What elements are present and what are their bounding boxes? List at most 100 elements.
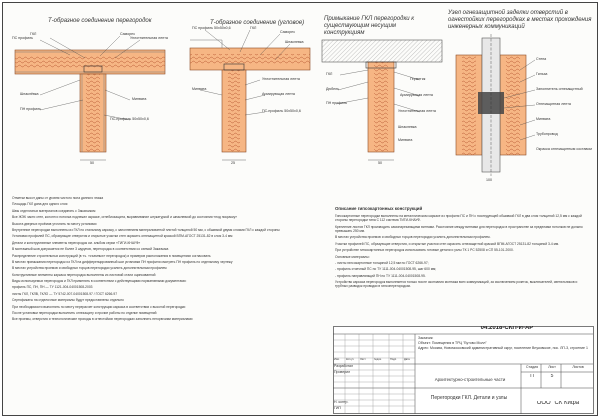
title-block [333, 326, 594, 414]
callout-d4-4: Минвата [536, 117, 551, 121]
notes-right-title: Описание гипсокартонных конструкций [335, 206, 423, 211]
callout-d1-7: ПС-профиль 50х50х0,6 [110, 117, 149, 121]
callout-d2-0: ПС профиль 50х50х0,6 [192, 26, 231, 30]
callout-d2-5: Армирующая лента [262, 92, 295, 96]
detail-title-1: Т-образное соединение перегородок [48, 18, 152, 24]
note-item: Все ЖЭК части стен, колонн и потолка под… [12, 215, 238, 220]
col-head-1: Кол.уч [346, 358, 354, 361]
sheets-label: Листов [572, 365, 584, 369]
detail-title-3: Примыкание ГКЛ перегородки к существующи… [324, 16, 415, 36]
callout-d3-3: Герметик [410, 77, 426, 81]
detail-title-2: Т-образное соединение (угловое) [210, 20, 305, 26]
note-item: профиль ПС, ПН, ПН — ТУ 1121-004-0400150… [12, 285, 93, 290]
company-name: ООО "СК Кифа" [536, 401, 582, 405]
note-item: Все проемы, отверстия и технологические … [12, 317, 193, 322]
callout-d3-0: ГКЛ [326, 72, 333, 76]
col-head-4: Подп. [390, 358, 397, 361]
callout-d1-0: ПС профиль [12, 36, 34, 40]
note-item: Площадь ГКЛ дана для одного слоя [12, 202, 68, 207]
callout-d4-3: Огнезащитная лента [536, 102, 571, 106]
callout-d1-5: ПН профиль [20, 107, 42, 111]
note-item: - листы гипсокартонные толщиной 12,5 мм … [335, 260, 429, 265]
dimension-d3: 50 [378, 161, 382, 165]
note-item: Гипсокартонные перегородки выполнены на … [335, 214, 582, 223]
col-head-0: Изм. [334, 358, 340, 361]
sheet-value: 5 [550, 374, 554, 378]
note-item: В монтажный шов допускается не более 3 ш… [12, 247, 169, 252]
callout-d3-1: Дюбель [326, 87, 339, 91]
note-item: В местах устройства проемов и свободных … [335, 235, 491, 240]
stage-label: Стадия [526, 365, 538, 369]
note-item: Основные материалы: [335, 254, 370, 259]
note-item: Установки профилей ПС, образующие отверс… [12, 234, 233, 239]
customer-text: Объект: Помещения в ТРЦ "Бутово Молл" [418, 341, 487, 345]
note-item: Участки профилей ПС, образующие отверсти… [335, 241, 560, 246]
address-text: Адрес: Москва, Новомосковский администра… [418, 346, 588, 350]
role-1: Проверил [334, 370, 351, 374]
callout-d4-0: Стена [536, 57, 547, 61]
note-item: В местах устройства проемов и свободных … [12, 266, 167, 271]
note-item: Устройство каркаса перегородок выполняет… [335, 280, 578, 289]
bearing-structure [321, 39, 443, 63]
note-item: Конструктивные элементы каркаса перегоро… [12, 272, 156, 277]
callout-d3-2: ПН профиль [326, 101, 348, 105]
callout-d4-2: Заполнитель огнезащитный [536, 87, 583, 91]
callout-d1-3: Уплотнительная лента [130, 36, 168, 40]
callout-d2-7: Минвата [192, 87, 207, 91]
role-5: ГИП [334, 406, 341, 410]
customer-label: Заказчик: [418, 336, 434, 340]
detail-abutment [321, 39, 443, 161]
callout-d3-5: Уплотнительная лента [398, 109, 436, 113]
note-item: Распределение строительных конструкций (… [12, 253, 211, 258]
note-item: Внутренние перегородки выполнены из ГКЛ … [12, 227, 280, 232]
section-name: Архитектурно-строительные чаcти [434, 378, 506, 382]
note-item: - профиль стоечный ПС по ТУ 1111-004-040… [335, 267, 437, 272]
note-item: При устройстве гипсокартонных перегородо… [335, 248, 514, 253]
stage-value: П [530, 374, 534, 378]
note-item: Крепление листов ГКЛ производить самонар… [335, 224, 583, 233]
sheet-label: Лист [548, 365, 556, 369]
callout-d2-4: Уплотнительная лента [262, 77, 300, 81]
note-item: - профиль направляющий ПН по ТУ 1111-004… [335, 273, 426, 278]
callout-d1-2: Саморез [120, 32, 135, 36]
role-4: Н. контр. [334, 400, 349, 404]
callout-d4-1: Гильза [536, 72, 548, 76]
callout-d2-2: Саморез [280, 30, 295, 34]
note-item: Детали и конструктивные элементы перегор… [12, 240, 141, 245]
note-item: При необходимости выполнить по месту пер… [12, 304, 186, 309]
callout-d3-4: Армирующая лента [400, 93, 433, 97]
detail-fire-penetration [455, 34, 536, 176]
callout-d2-3: Шпаклевка [285, 40, 304, 44]
callout-d4-6: Окраска огнезащитным составом [536, 147, 592, 151]
detail-corner-joint [189, 29, 311, 161]
dimension-d4: 100 [486, 178, 492, 182]
note-item: После установки перегородки выполнить ог… [12, 311, 157, 316]
callout-d1-6: Минвата [132, 97, 147, 101]
doc-code: 04.2018-СКП-И-АР [480, 326, 534, 330]
note-item: В местах примыкания перегородок из ГКЛ н… [12, 259, 233, 264]
details-drawing [14, 29, 536, 176]
dimension-d1: 50 [90, 161, 94, 165]
note-item: Высота дверных проёмов уточнить по месту… [12, 221, 97, 226]
note-item: Виды используемых перегородок и ГКЛ прим… [12, 279, 187, 284]
callout-d4-5: Трубопровод [536, 132, 558, 136]
note-item: Швы отделочных материалов соединять с За… [12, 208, 96, 213]
dimension-d2: 25 [231, 161, 235, 165]
notes-right: Описание гипсокартонных конструкций Гипс… [335, 206, 585, 291]
col-head-5: Дата [404, 358, 410, 361]
drawing-title: Перегородки ГКЛ. Детали и узлы [430, 395, 508, 401]
col-head-2: Лист [360, 358, 366, 361]
callout-d3-7: Минвата [398, 138, 413, 142]
callout-d1-4: Шпаклёвка [20, 92, 39, 96]
note-item: листы ГКЛ, ГКЛВ, ГКЛО — ТУ 5742-007-0400… [12, 291, 118, 296]
detail-t-joint [14, 35, 166, 161]
role-0: Разработал [334, 364, 354, 368]
notes-left: Отметки высот даны от уровня чистого пол… [12, 196, 312, 324]
callout-d2-6: ПС-профиль 50х50х0,6 [262, 109, 301, 113]
callout-d3-6: Шпаклевка [398, 125, 417, 129]
detail-title-4: Узел огнезащитной заделки отверстий в ог… [448, 10, 592, 30]
callout-d1-1: ГКЛ [30, 32, 37, 36]
col-head-3: №док. [374, 358, 382, 361]
note-item: Сертификаты на отделочные материалы буду… [12, 298, 124, 303]
note-item: Отметки высот даны от уровня чистого пол… [12, 196, 104, 200]
